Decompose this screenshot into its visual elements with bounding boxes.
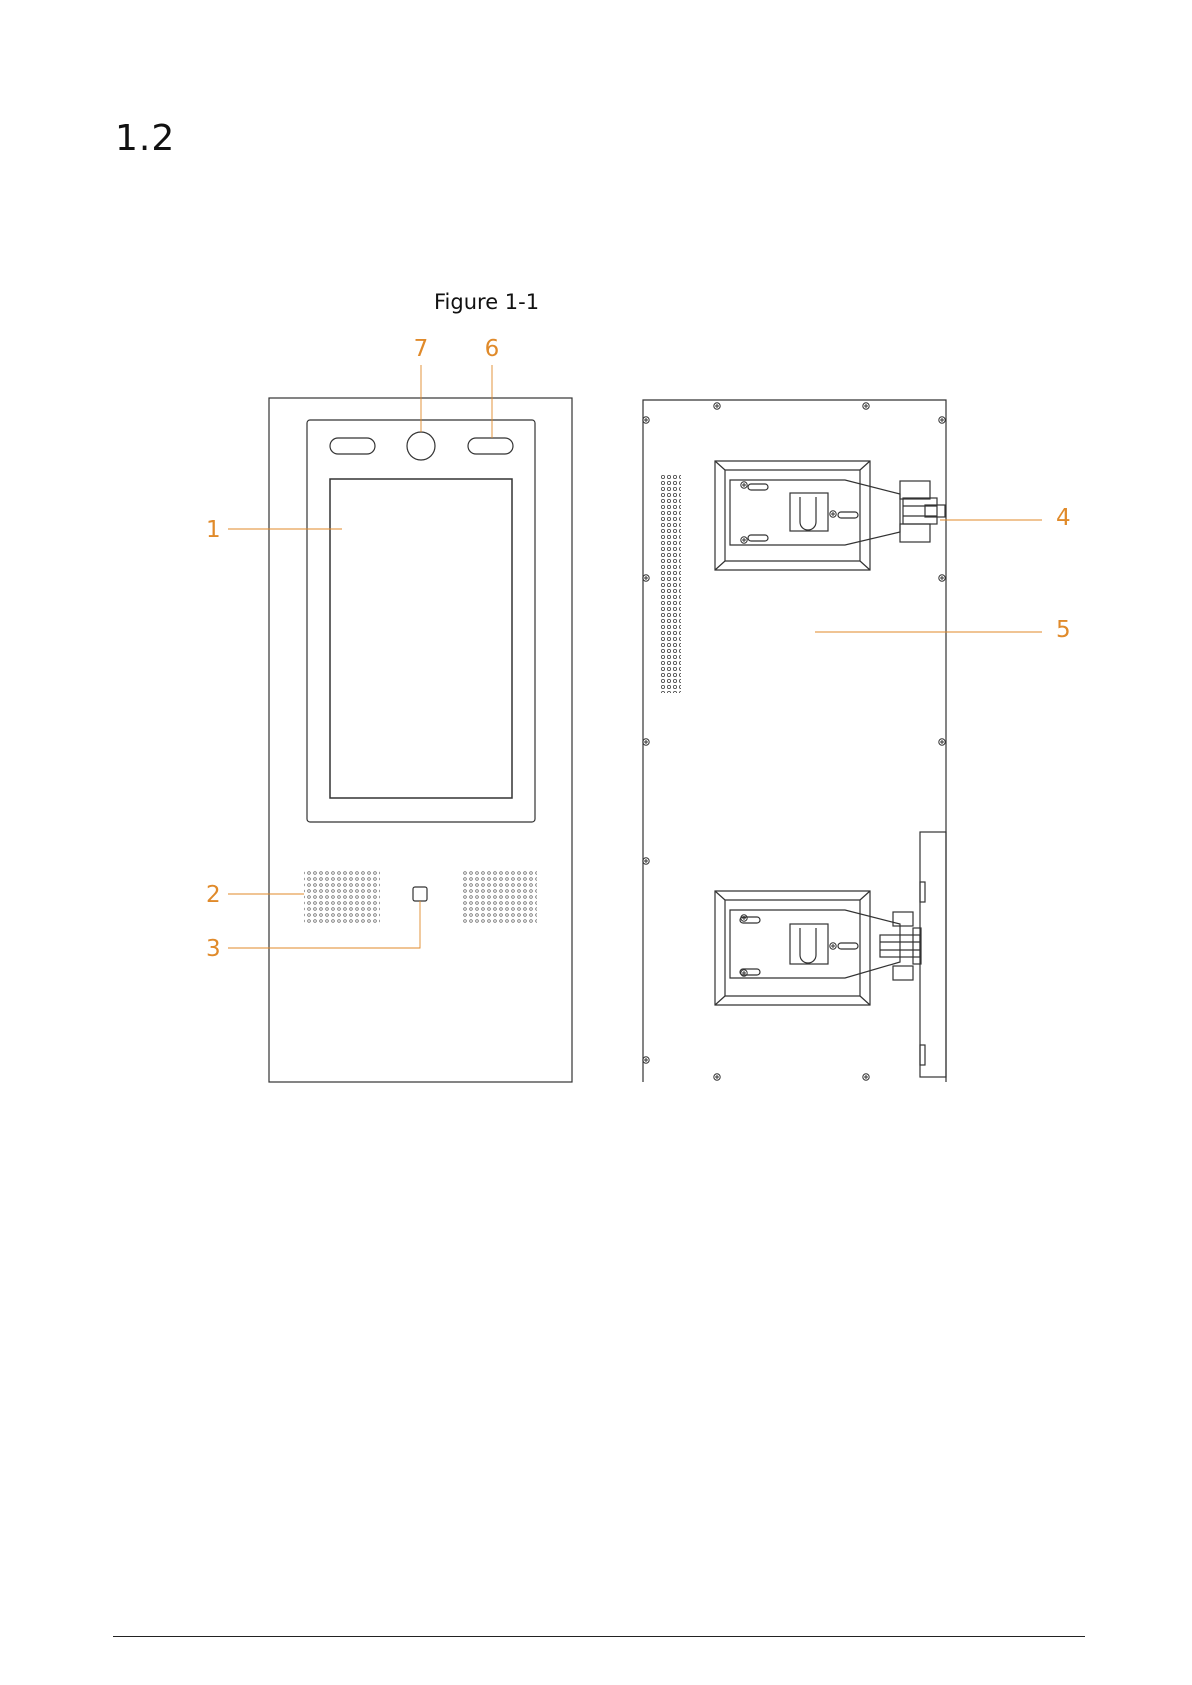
callout-6: 6 <box>485 336 500 362</box>
screw-slot <box>742 538 746 542</box>
screw-slot <box>831 944 835 948</box>
callout-4: 4 <box>1056 505 1071 531</box>
callout-5: 5 <box>1056 617 1071 643</box>
screw-slot <box>644 576 648 580</box>
front-panel <box>269 398 572 1082</box>
side-extrusion <box>920 832 946 1077</box>
lower-mounting-bracket <box>715 882 925 1065</box>
screw-slot <box>940 576 944 580</box>
callout-3: 3 <box>206 936 221 962</box>
callout-labels: 1 2 3 4 5 6 7 <box>206 336 1071 962</box>
screen-frame <box>307 420 535 822</box>
screw-slot <box>864 1075 868 1079</box>
left-sensor-window <box>330 438 375 454</box>
vent-grille <box>659 475 681 693</box>
callout-7: 7 <box>414 336 429 362</box>
square-sensor <box>413 887 427 901</box>
right-sensor-window <box>468 438 513 454</box>
front-view <box>269 398 572 1082</box>
camera <box>407 432 435 460</box>
display-screen <box>330 479 512 798</box>
footer-rule <box>113 1636 1085 1637</box>
screw-slot <box>940 740 944 744</box>
callout-1: 1 <box>206 517 221 543</box>
right-speaker-grille <box>461 871 537 923</box>
rear-view <box>643 400 946 1082</box>
screw-slot <box>644 1058 648 1062</box>
screw-slot <box>644 859 648 863</box>
left-speaker-grille <box>304 871 380 923</box>
screw-slot <box>644 740 648 744</box>
callout-2: 2 <box>206 882 221 908</box>
screw-slot <box>715 404 719 408</box>
screw-slot <box>864 404 868 408</box>
screw-slot <box>715 1075 719 1079</box>
screw-slot <box>940 418 944 422</box>
screw-slot <box>742 483 746 487</box>
screw-slot <box>831 512 835 516</box>
screw-slot <box>644 418 648 422</box>
